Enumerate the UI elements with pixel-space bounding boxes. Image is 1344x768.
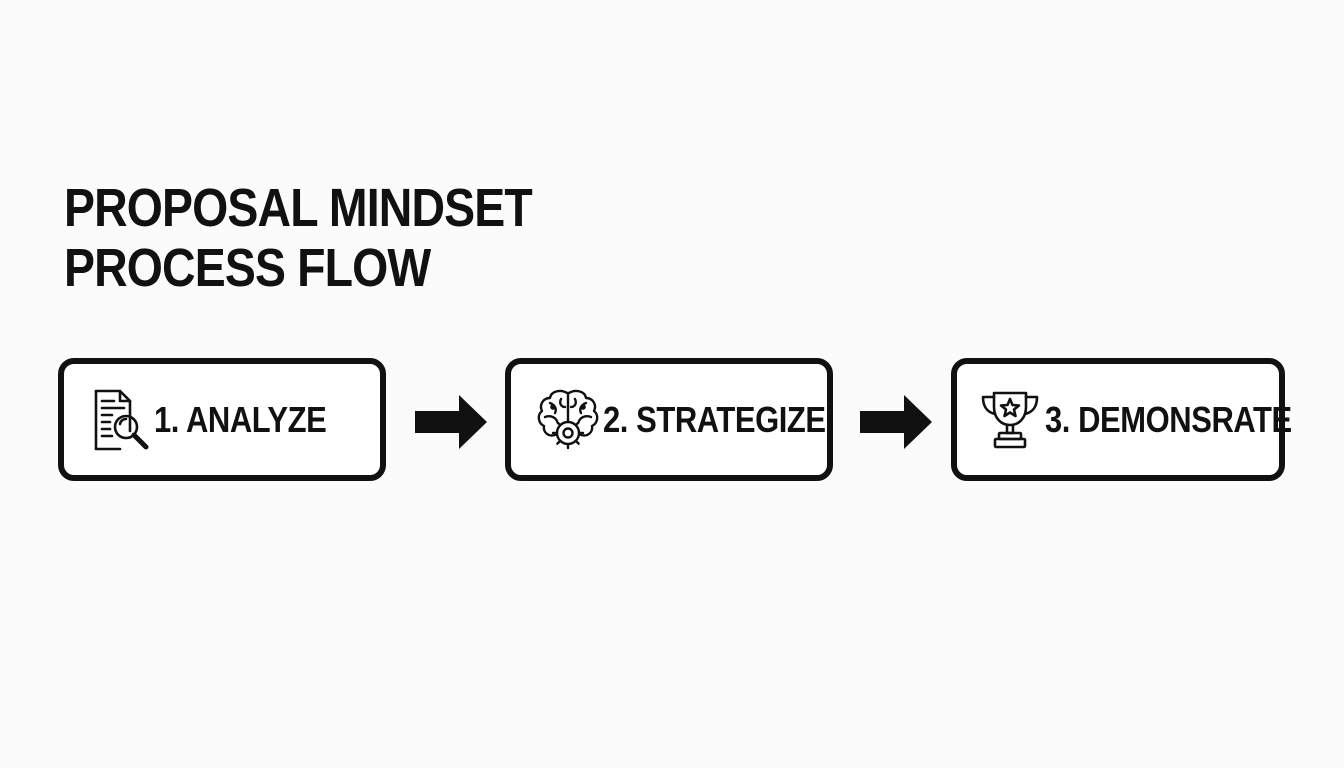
step-strategize-box: 2. STRATEGIZE [505, 358, 833, 481]
step-strategize-label: 2. STRATEGIZE [603, 398, 826, 440]
diagram-title: PROPOSAL MINDSET PROCESS FLOW [64, 178, 533, 298]
brain-gear-icon [535, 387, 601, 453]
step-analyze-box: 1. ANALYZE [58, 358, 386, 481]
trophy-star-icon [977, 387, 1043, 453]
step-demonstrate-box: 3. DEMONSRATE [951, 358, 1292, 481]
flow-arrow-1 [415, 395, 487, 449]
step-demonstrate-label: 3. DEMONSRATE [1045, 398, 1292, 440]
title-line-2: PROCESS FLOW [64, 238, 431, 298]
document-magnifier-icon [86, 387, 152, 453]
step-analyze-label: 1. ANALYZE [154, 398, 327, 440]
flow-arrow-2 [860, 395, 932, 449]
title-line-1: PROPOSAL MINDSET [64, 178, 533, 238]
